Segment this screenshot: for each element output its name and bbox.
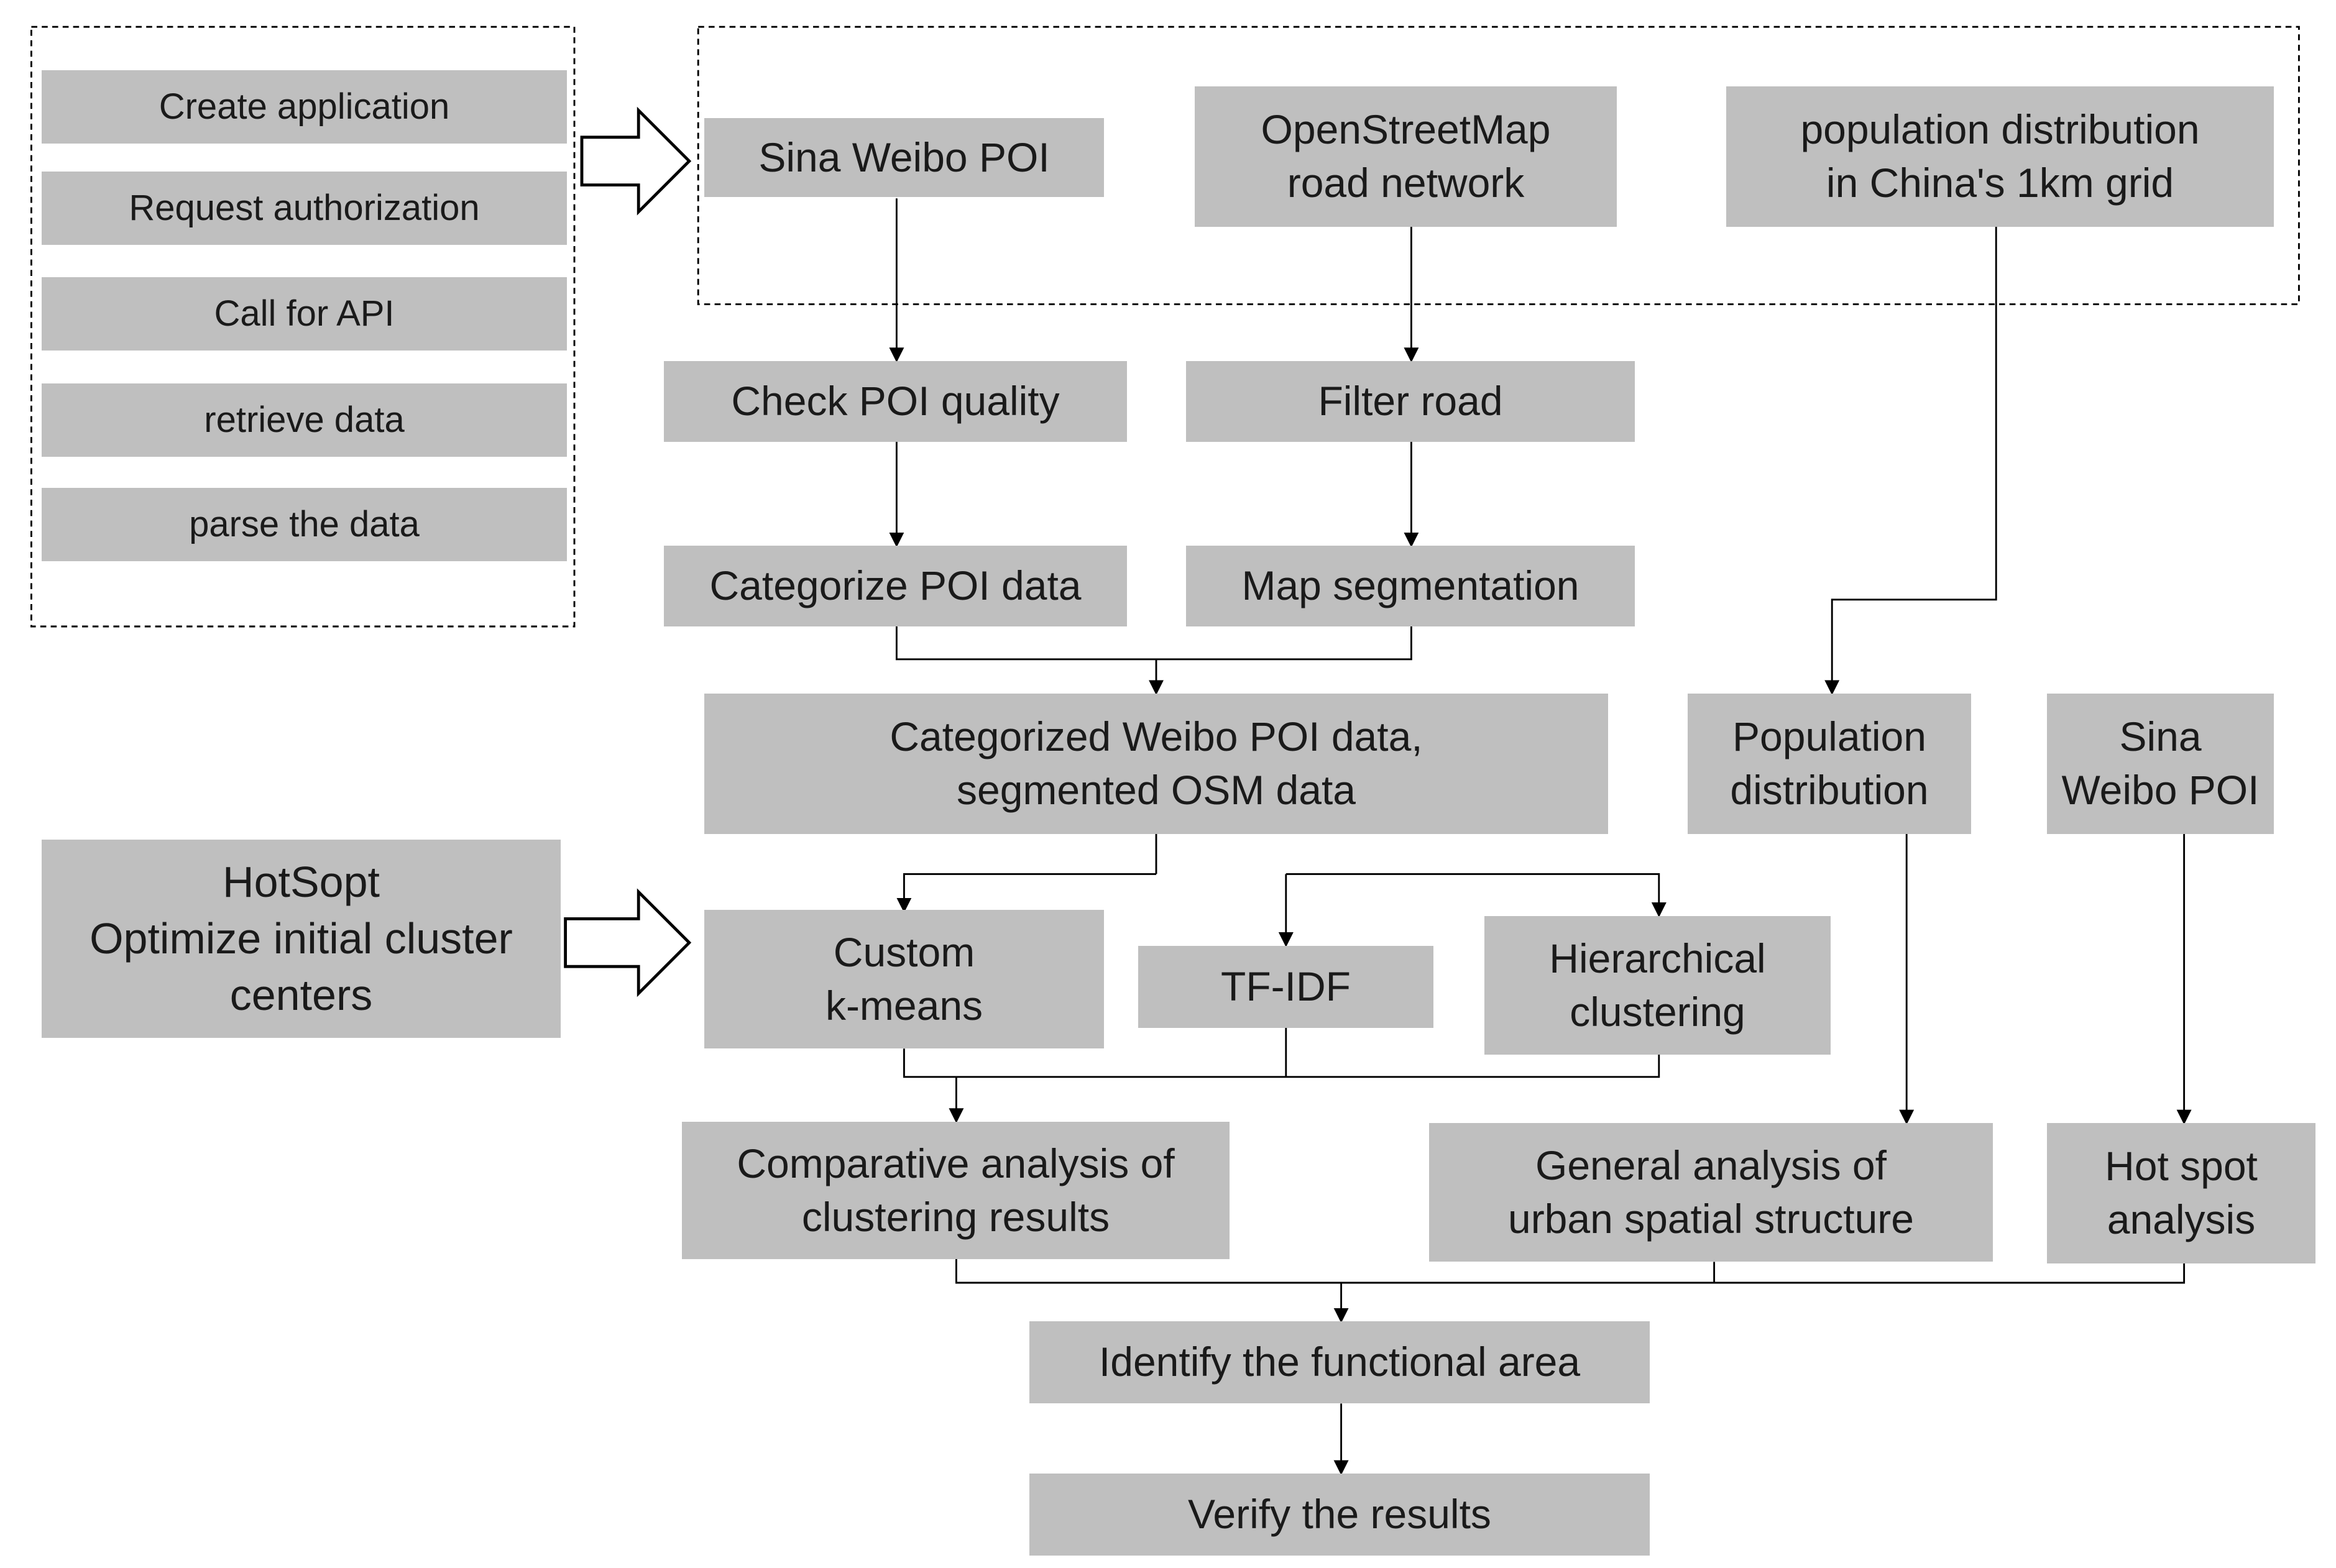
comparative-analysis: Comparative analysis of clustering resul…: [682, 1122, 1230, 1259]
step-call-api: Call for API: [42, 277, 567, 351]
step-request-authorization: Request authorization: [42, 172, 567, 245]
arrow-pop-grid-to-population: [1824, 226, 1997, 695]
merge-line-analyses: [955, 1259, 2186, 1284]
step-create-application: Create application: [42, 70, 567, 144]
population-distribution: Population distribution: [1688, 694, 1971, 834]
merge-line-categorize-segmentation: [895, 626, 1412, 661]
tf-idf: TF-IDF: [1138, 946, 1433, 1028]
step-parse-data: parse the data: [42, 488, 567, 561]
arrow-to-kmeans: [896, 873, 1157, 913]
hot-spot-analysis: Hot spot analysis: [2047, 1123, 2315, 1263]
map-segmentation: Map segmentation: [1186, 546, 1635, 626]
hierarchical-clustering: Hierarchical clustering: [1484, 916, 1831, 1055]
general-spatial-analysis: General analysis of urban spatial struct…: [1429, 1123, 1993, 1262]
api-steps-group-frame: [30, 25, 576, 628]
source-population-grid: population distribution in China's 1km g…: [1726, 86, 2274, 227]
source-osm-road-network: OpenStreetMap road network: [1195, 86, 1617, 227]
check-poi-quality: Check POI quality: [664, 361, 1127, 442]
filter-road: Filter road: [1186, 361, 1635, 442]
categorize-poi-data: Categorize POI data: [664, 546, 1127, 626]
custom-kmeans: Custom k-means: [704, 910, 1104, 1048]
source-weibo-poi: Sina Weibo POI: [704, 118, 1104, 197]
categorized-data: Categorized Weibo POI data, segmented OS…: [704, 694, 1608, 834]
hotsopt-optimization: HotSopt Optimize initial cluster centers: [42, 840, 561, 1038]
identify-functional-area: Identify the functional area: [1029, 1321, 1650, 1403]
sina-weibo-poi-secondary: Sina Weibo POI: [2047, 694, 2274, 834]
verify-results: Verify the results: [1029, 1474, 1650, 1556]
step-retrieve-data: retrieve data: [42, 383, 567, 457]
merge-line-clustering-methods: [903, 1048, 1660, 1078]
arrow-to-hierarchical: [1285, 873, 1667, 918]
hollow-arrow-hotsopt-to-kmeans: [564, 888, 692, 997]
hollow-arrow-api-to-sources: [580, 106, 692, 216]
